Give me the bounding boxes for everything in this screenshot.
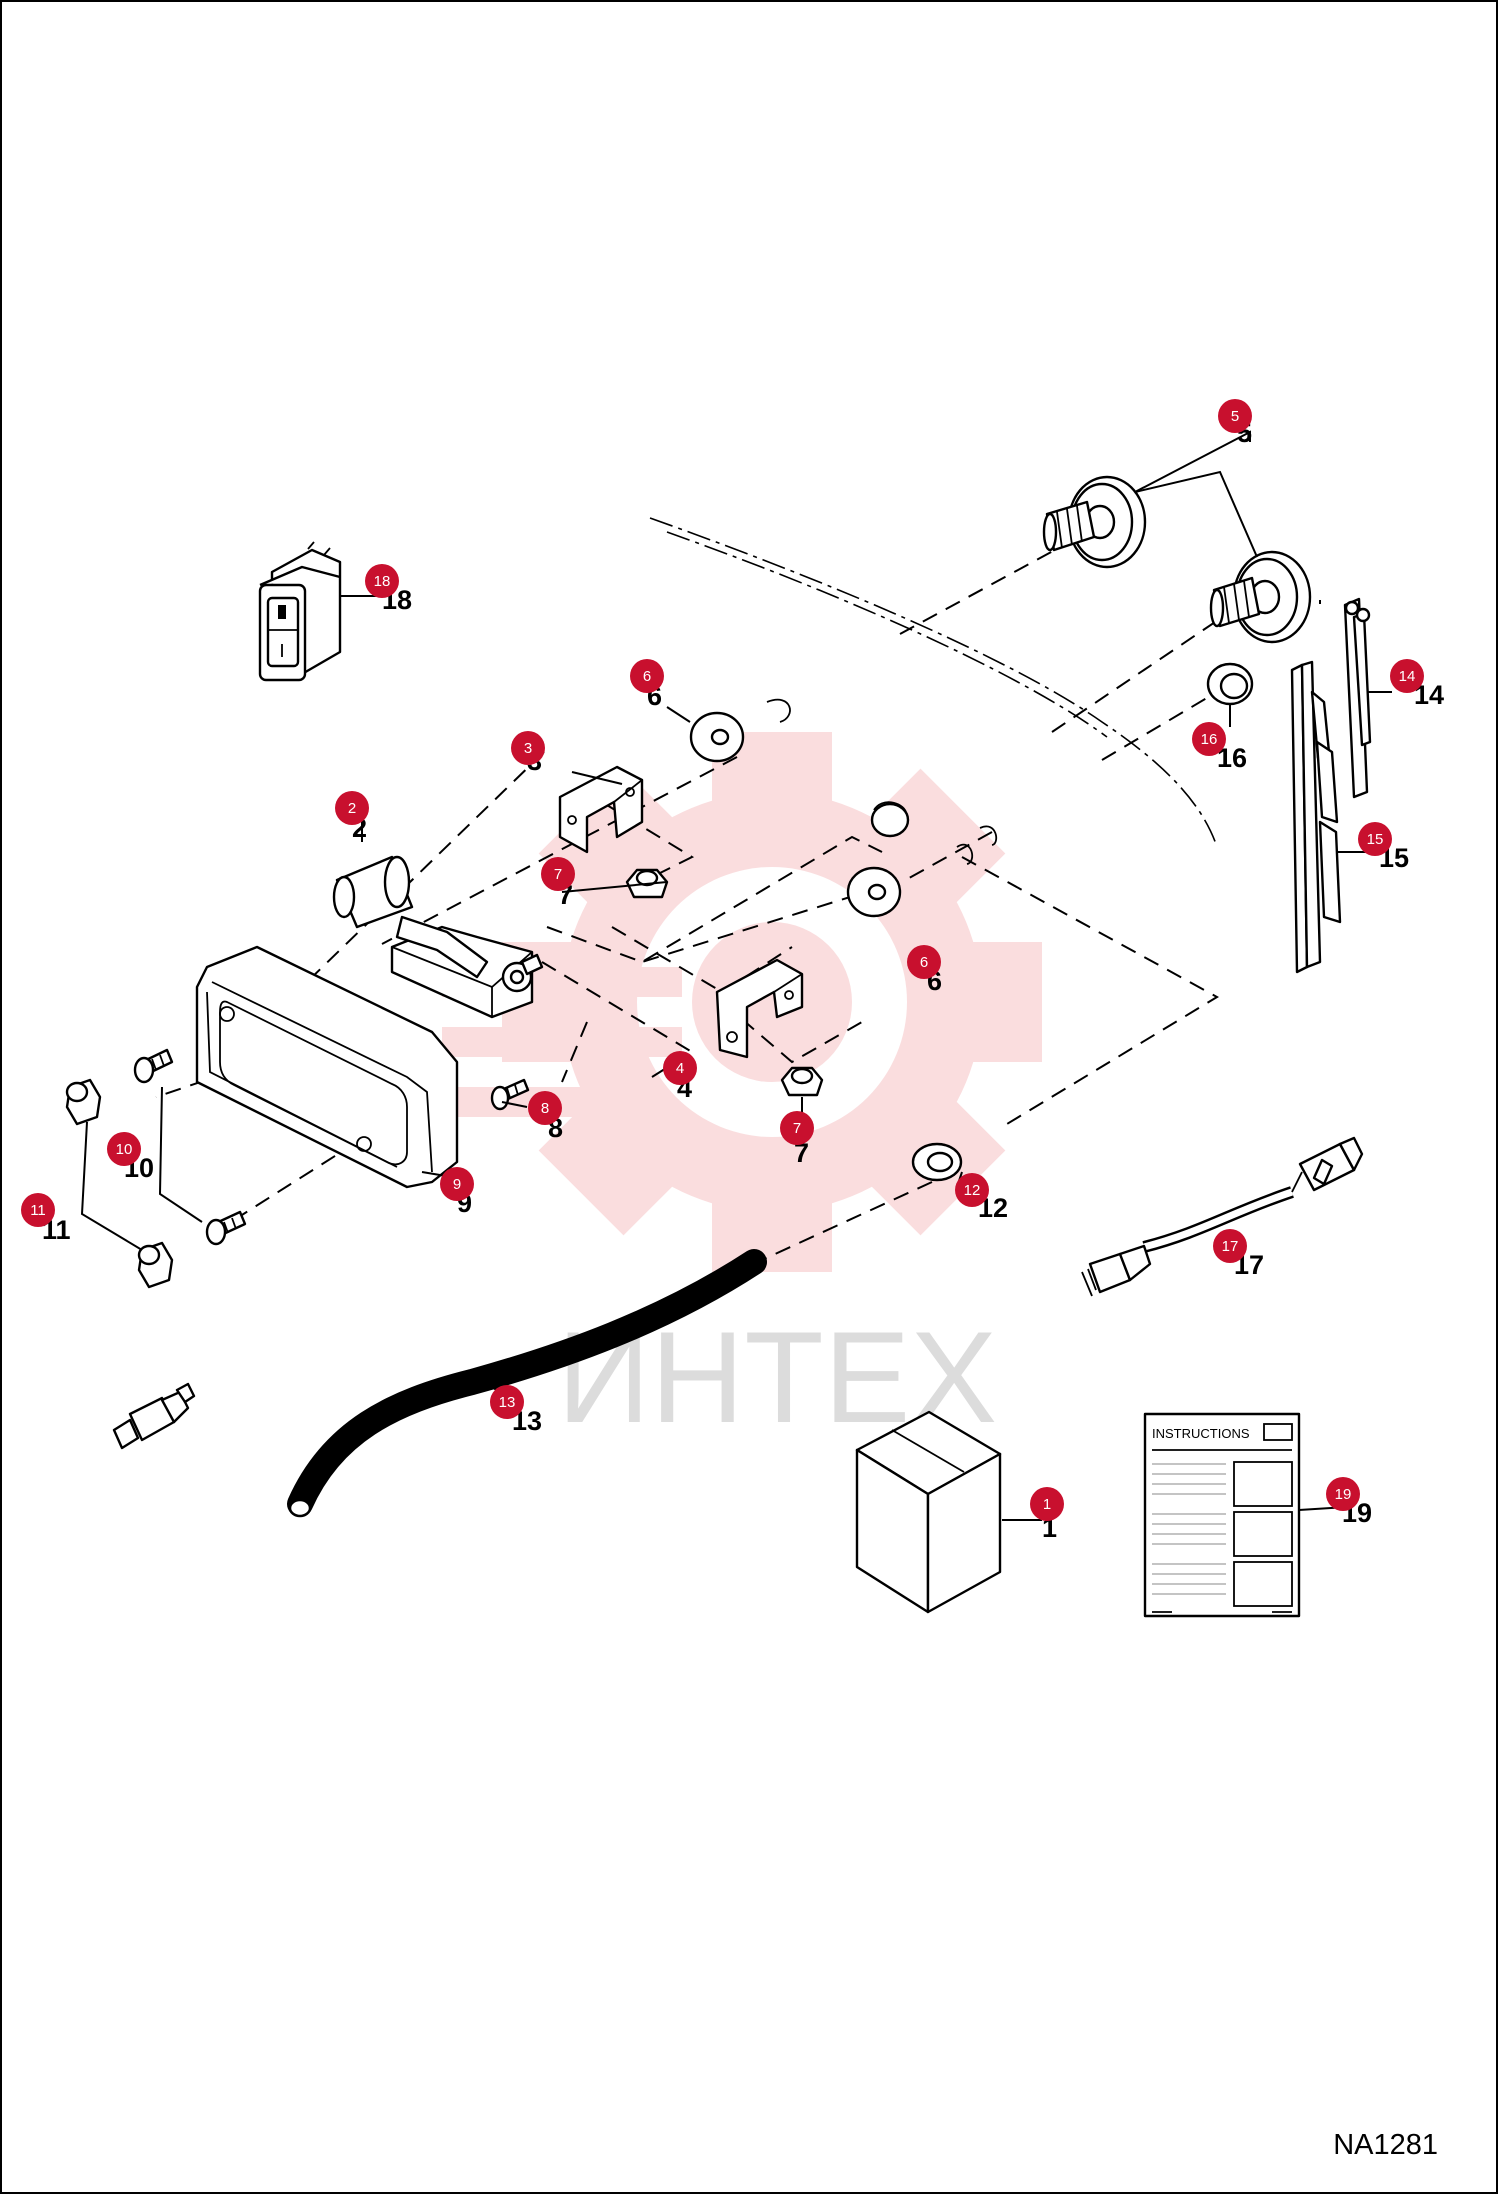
- callout-badge-4[interactable]: 4: [663, 1051, 697, 1085]
- svg-text:16: 16: [1201, 731, 1218, 748]
- callout-badge-10[interactable]: 10: [107, 1132, 141, 1166]
- svg-text:7: 7: [554, 866, 562, 883]
- callout-badge-11[interactable]: 11: [21, 1193, 55, 1227]
- svg-text:6: 6: [643, 668, 651, 685]
- instruction-sheet: INSTRUCTIONS: [1143, 1412, 1301, 1618]
- cap-nut-lower: [137, 1241, 174, 1289]
- callout-badge-19[interactable]: 19: [1326, 1477, 1360, 1511]
- callout-badge-18[interactable]: 18: [365, 564, 399, 598]
- svg-text:12: 12: [964, 1182, 981, 1199]
- callout-badge-7b[interactable]: 7: [780, 1111, 814, 1145]
- grommet-large: [911, 1142, 963, 1182]
- svg-text:14: 14: [1399, 668, 1416, 685]
- svg-text:15: 15: [1367, 831, 1384, 848]
- nut-lower: [780, 1066, 824, 1097]
- svg-text:19: 19: [1335, 1486, 1352, 1503]
- assembly-lines: [155, 537, 1225, 1261]
- svg-text:9: 9: [453, 1176, 461, 1193]
- washer-ring: [870, 801, 910, 838]
- bracket-upper: [558, 765, 644, 854]
- svg-text:3: 3: [524, 740, 532, 757]
- svg-text:2: 2: [348, 800, 356, 817]
- svg-text:5: 5: [1231, 408, 1239, 425]
- svg-text:11: 11: [30, 1202, 46, 1219]
- rocker-switch: [258, 541, 342, 682]
- switch-fitting: [112, 1382, 196, 1450]
- bolt-lower: [205, 1210, 247, 1246]
- mount-pivot: [332, 855, 544, 1019]
- wiper-blade: [1290, 660, 1342, 974]
- callout-badge-12[interactable]: 12: [955, 1173, 989, 1207]
- callout-badges: 1 2 3 4 5 6 6 7 7 8 9 10 11 12 13 14 15 …: [21, 399, 1424, 1521]
- wiring-harness: [1081, 1136, 1364, 1297]
- bracket-lower: [715, 958, 804, 1059]
- svg-text:17: 17: [1222, 1238, 1239, 1255]
- washer-upper: [689, 698, 791, 763]
- callout-badge-16[interactable]: 16: [1192, 722, 1226, 756]
- callout-badge-6a[interactable]: 6: [630, 659, 664, 693]
- callout-number-7b: 7: [794, 1138, 809, 1168]
- callout-badge-2[interactable]: 2: [335, 791, 369, 825]
- callout-badge-7a[interactable]: 7: [541, 857, 575, 891]
- work-light: [195, 945, 459, 1189]
- callout-badge-3[interactable]: 3: [511, 731, 545, 765]
- svg-text:18: 18: [374, 573, 391, 590]
- callout-badge-8[interactable]: 8: [528, 1091, 562, 1125]
- washer-lower: [846, 825, 998, 918]
- drawing-code: NA1281: [1333, 2129, 1438, 2161]
- callout-badge-15[interactable]: 15: [1358, 822, 1392, 856]
- callout-badge-17[interactable]: 17: [1213, 1229, 1247, 1263]
- callout-badge-14[interactable]: 14: [1390, 659, 1424, 693]
- instruction-sheet-title: INSTRUCTIONS: [1152, 1426, 1250, 1441]
- callout-badge-13[interactable]: 13: [490, 1385, 524, 1419]
- svg-text:10: 10: [116, 1141, 133, 1158]
- svg-text:1: 1: [1043, 1496, 1051, 1513]
- bolt-upper: [133, 1048, 174, 1084]
- svg-text:7: 7: [793, 1120, 801, 1137]
- cap-nut-upper: [65, 1078, 102, 1126]
- grommet-small: [1206, 662, 1254, 706]
- callout-badge-5[interactable]: 5: [1218, 399, 1252, 433]
- mount-stud-lower: [1209, 550, 1312, 644]
- svg-text:13: 13: [499, 1394, 516, 1411]
- mount-stud-upper: [1042, 475, 1147, 569]
- bolt-small: [490, 1078, 530, 1111]
- svg-text:4: 4: [676, 1060, 684, 1077]
- callout-badge-9[interactable]: 9: [440, 1167, 474, 1201]
- callout-badge-6b[interactable]: 6: [907, 945, 941, 979]
- wiper-arm: [1343, 597, 1372, 799]
- svg-text:8: 8: [541, 1100, 549, 1117]
- hose: [287, 1249, 767, 1518]
- svg-text:6: 6: [920, 954, 928, 971]
- callout-badge-1[interactable]: 1: [1030, 1487, 1064, 1521]
- parts-box: [855, 1410, 1002, 1614]
